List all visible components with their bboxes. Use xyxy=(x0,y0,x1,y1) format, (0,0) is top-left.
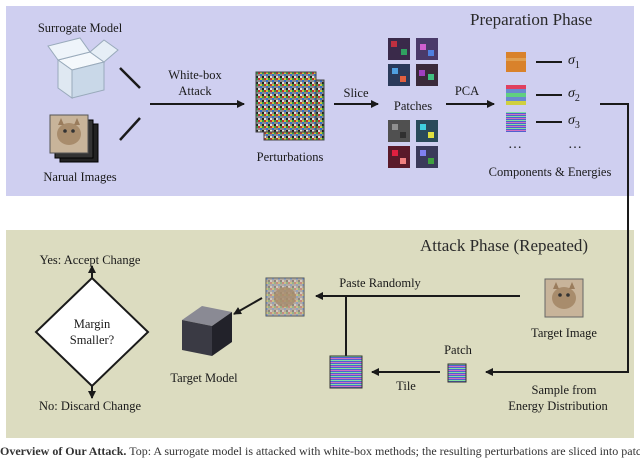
sigma-3: σ3 xyxy=(568,113,580,131)
tile-label: Tile xyxy=(396,379,416,393)
patches-label: Patches xyxy=(393,99,433,113)
smaller-label: Smaller? xyxy=(69,333,115,347)
white-box-label: White-box xyxy=(168,68,222,82)
open-box-icon xyxy=(47,37,119,99)
pca-components xyxy=(506,52,526,132)
target-model-cube xyxy=(182,306,232,356)
margin-label: Margin xyxy=(73,317,111,331)
figure-caption: Overview of Our Attack. Top: A surrogate… xyxy=(0,444,640,458)
paste-randomly-label: Paste Randomly xyxy=(339,276,421,290)
sigmas-ellipsis: … xyxy=(568,137,582,152)
attack-label: Attack xyxy=(178,84,212,98)
target-image xyxy=(544,278,584,318)
patch-label: Patch xyxy=(444,343,472,357)
pca-label: PCA xyxy=(454,84,480,98)
preparation-phase-title: Preparation Phase xyxy=(470,10,593,29)
single-patch xyxy=(447,363,467,383)
target-model-label: Target Model xyxy=(170,371,238,385)
candidate-image xyxy=(265,277,305,317)
patches-grid xyxy=(388,38,438,168)
components-energies-label: Components & Energies xyxy=(488,165,612,179)
slice-label: Slice xyxy=(343,86,369,100)
sigma-1: σ1 xyxy=(568,53,580,71)
natural-images-label: Narual Images xyxy=(43,170,117,184)
tiled-patch xyxy=(329,355,363,389)
target-image-label: Target Image xyxy=(531,326,597,340)
sample-from-label: Sample from xyxy=(531,383,597,397)
accept-change-label: Yes: Accept Change xyxy=(39,253,141,267)
energy-distribution-label: Energy Distribution xyxy=(508,399,608,413)
perturbations-label: Perturbations xyxy=(256,150,324,164)
attack-phase-title: Attack Phase (Repeated) xyxy=(420,236,589,255)
surrogate-model-label: Surrogate Model xyxy=(37,21,123,35)
perturbations-images xyxy=(255,71,325,141)
natural-images-stack xyxy=(49,114,99,163)
components-ellipsis: … xyxy=(508,137,522,152)
discard-change-label: No: Discard Change xyxy=(38,399,142,413)
sigma-2: σ2 xyxy=(568,86,580,104)
